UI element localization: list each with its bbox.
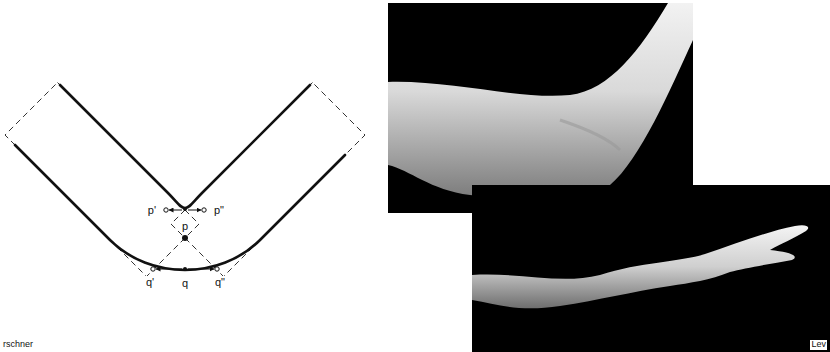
straight-arm-render	[472, 225, 808, 308]
render-background	[388, 3, 693, 213]
skin-curve	[15, 85, 345, 270]
point-label: p	[181, 220, 189, 232]
point-label: q'	[145, 276, 155, 288]
dashed-rectangle	[5, 83, 365, 277]
bent-arm-render	[388, 3, 693, 199]
point-label: p"	[213, 204, 225, 216]
left-band-rect	[5, 83, 199, 277]
points	[182, 207, 188, 271]
render-background	[472, 185, 830, 352]
endpoints	[151, 208, 219, 271]
point-q	[183, 267, 187, 271]
center-dot	[182, 235, 188, 241]
blend-arrows	[156, 210, 214, 269]
right-band-rect	[171, 83, 365, 277]
credit-label: rschner	[2, 340, 34, 350]
outer-curve	[15, 145, 345, 270]
point-label: q"	[214, 276, 226, 288]
point-label: q	[181, 277, 189, 289]
credit-label: Lev	[810, 340, 827, 350]
inner-curve	[60, 85, 310, 208]
point-p	[183, 207, 187, 211]
point-label: p'	[147, 204, 157, 216]
